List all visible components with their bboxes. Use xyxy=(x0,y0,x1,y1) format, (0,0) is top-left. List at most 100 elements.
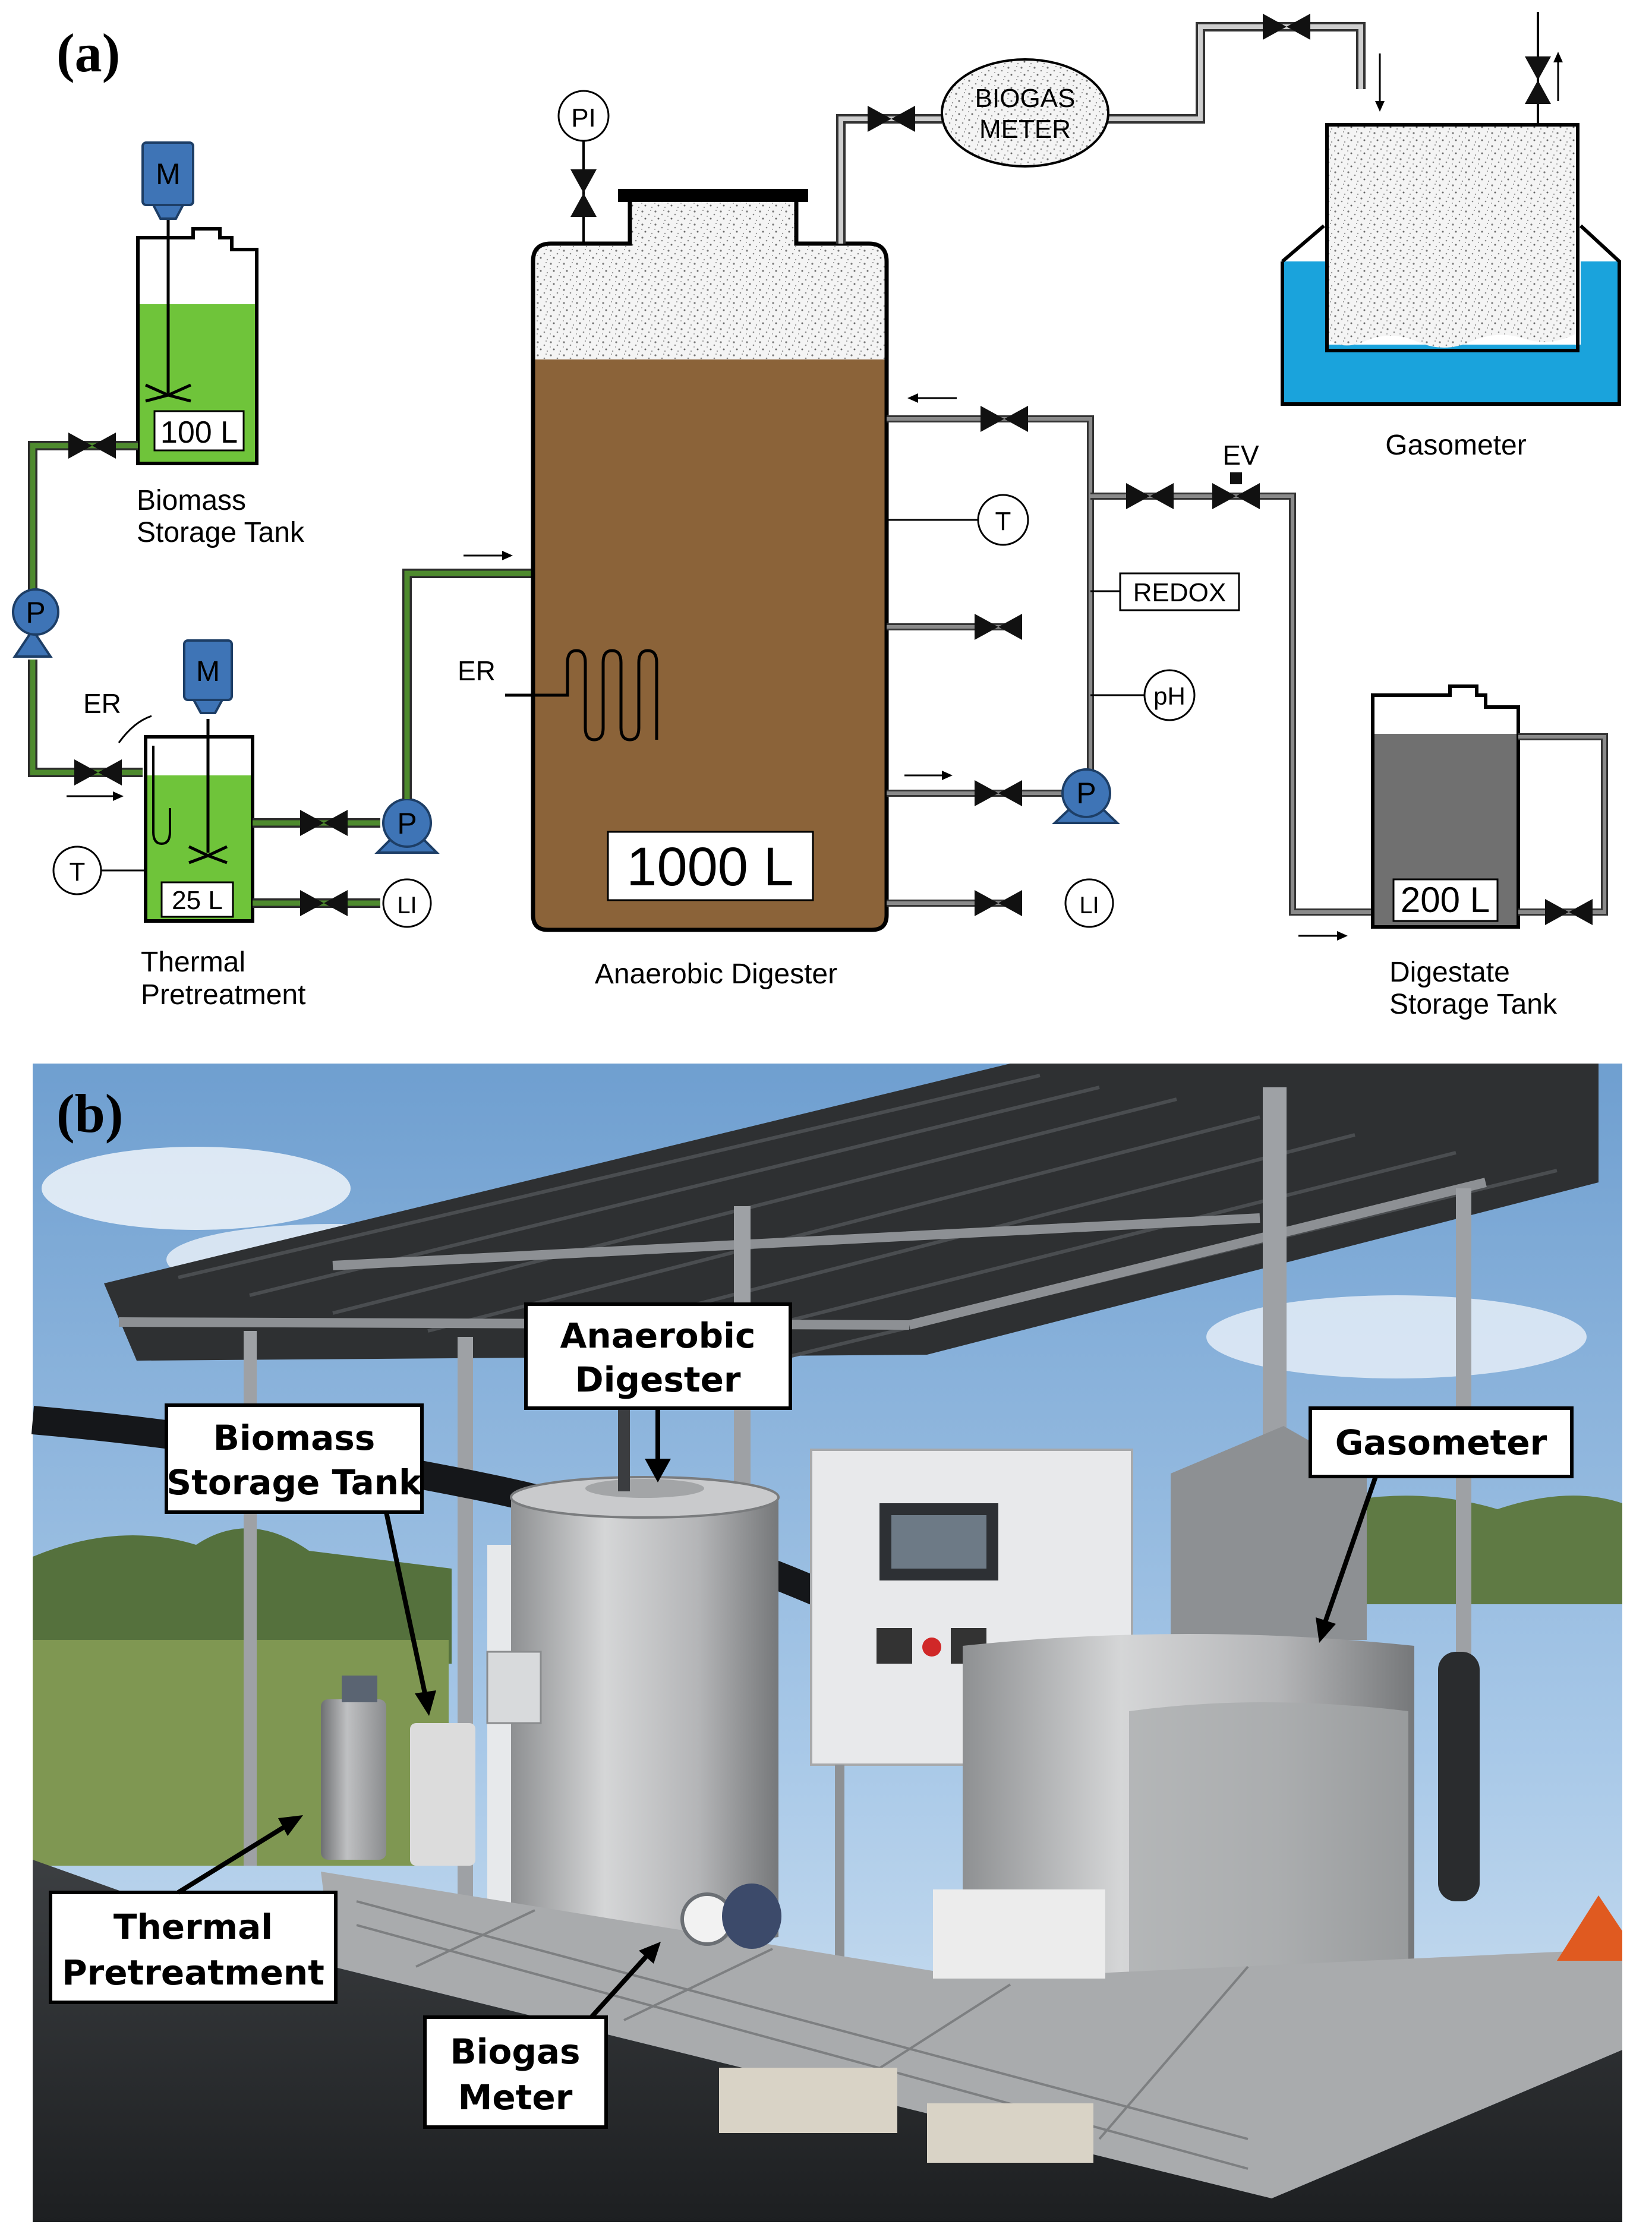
photo-biogas-meter-body xyxy=(722,1884,781,1949)
gasometer-water xyxy=(1282,261,1619,404)
callout-thermal-line2: Pretreatment xyxy=(62,1952,324,1993)
gasometer xyxy=(1281,123,1621,406)
pretreatment-outline xyxy=(144,735,254,923)
pretreatment-volume: 25 L xyxy=(172,886,223,915)
anaerobic-digester: 1000 L xyxy=(505,189,889,932)
callout-meter-line1: Biogas xyxy=(450,2031,580,2072)
feed-arrow-icon xyxy=(1298,931,1348,941)
flow-arrow-icon xyxy=(907,393,957,403)
er-wire xyxy=(118,715,152,743)
pretreatment-er-label: ER xyxy=(83,688,121,719)
digestate-volume: 200 L xyxy=(1401,880,1490,920)
biomass-caption-line2: Storage Tank xyxy=(137,517,305,548)
valve-icon xyxy=(1545,899,1593,925)
corrugated-roof xyxy=(104,1064,1599,1361)
digester-sludge xyxy=(533,359,887,930)
thermal-caption-line1: Thermal xyxy=(141,947,245,978)
valve-icon xyxy=(981,406,1028,432)
feed-arrow-icon xyxy=(464,551,513,560)
callout-gasometer-text: Gasometer xyxy=(1335,1422,1547,1463)
gasometer-vessel-wall xyxy=(1281,261,1621,406)
process-diagram: (a) 100 L M Biomass Storage Tank P xyxy=(12,12,1621,1020)
biomass-tank-volume-box xyxy=(153,410,245,452)
pressure-indicator: PI xyxy=(557,90,610,244)
callout-biogas-meter: Biogas Meter xyxy=(423,1942,661,2129)
valve-icon xyxy=(74,759,122,785)
grating-pattern xyxy=(356,1900,1249,2170)
digester-headspace xyxy=(533,199,887,359)
feed-arrow-icon xyxy=(67,791,124,801)
warning-triangle xyxy=(1557,1895,1622,1961)
biomass-tank-outline xyxy=(136,227,258,465)
recirculation-pump-icon: P xyxy=(1051,768,1120,824)
feed-pump-icon: P xyxy=(374,798,440,854)
pretreatment-vessel xyxy=(321,1676,475,1866)
vegetation xyxy=(33,1528,452,1664)
gasometer-bell-outline xyxy=(1325,123,1580,352)
gas-arrow-icon xyxy=(1375,53,1385,112)
pressure-indicator-label: PI xyxy=(571,103,596,132)
pretreatment-temperature-indicator: T xyxy=(52,845,146,895)
digester-outline xyxy=(531,197,889,932)
pretreatment-li-label: LI xyxy=(397,892,417,919)
pretreatment-level-indicator: LI xyxy=(253,878,432,928)
pretreatment-impeller xyxy=(188,845,228,865)
callout-gasometer: Gasometer xyxy=(1309,1406,1574,1643)
gasometer-bell-gas xyxy=(1327,125,1578,348)
panel-a-label: (a) xyxy=(56,23,120,83)
gasometer-vent-valve xyxy=(1525,12,1563,125)
pretreatment-motor-label: M xyxy=(196,656,220,687)
biogas-meter-line1: BIOGAS xyxy=(975,84,1076,113)
thermal-pretreatment-tank: 25 L xyxy=(144,719,254,923)
callout-thermal-line1: Thermal xyxy=(114,1907,273,1947)
callout-biomass-line2: Storage Tank xyxy=(166,1462,423,1503)
pretreatment-volume-box xyxy=(160,881,234,918)
plant-photo: Anaerobic Digester Biomass Storage Tank … xyxy=(31,1064,1622,2222)
biogas-meter-line2: METER xyxy=(979,115,1071,144)
valve-icon xyxy=(868,106,915,132)
ph-label: pH xyxy=(1153,682,1186,710)
digester-vessel xyxy=(486,1373,780,1949)
gas-bottle xyxy=(1438,1652,1480,1901)
pretreatment-motor-icon: M xyxy=(183,639,233,714)
digester-temperature-indicator: T xyxy=(887,494,1029,546)
redox-sensor: REDOX xyxy=(1090,572,1240,611)
digestate-overflow-pipe xyxy=(1518,733,1608,916)
callout-thermal-pretreatment: Thermal Pretreatment xyxy=(49,1815,338,2004)
concrete-blocks xyxy=(719,1889,1105,2163)
callout-anaerobic-digester: Anaerobic Digester xyxy=(524,1302,792,1482)
recirculation-return xyxy=(887,771,1064,806)
redox-label: REDOX xyxy=(1133,578,1226,607)
digester-heater xyxy=(505,649,658,742)
feed-pipe-digester xyxy=(402,569,532,799)
ph-sensor: pH xyxy=(1090,669,1196,721)
gasometer-caption: Gasometer xyxy=(1385,430,1526,461)
callout-meter-line2: Meter xyxy=(458,2077,573,2118)
valve-icon xyxy=(1126,483,1174,509)
recirculation-pump-label: P xyxy=(1076,777,1096,810)
digestate-storage-tank: 200 L xyxy=(1371,684,1520,929)
biomass-mixer-impeller xyxy=(144,383,192,403)
digester-volume: 1000 L xyxy=(626,837,793,897)
callout-biomass-line1: Biomass xyxy=(213,1418,376,1458)
digester-level-indicator: LI xyxy=(887,878,1114,928)
digester-li-label: LI xyxy=(1079,892,1099,919)
ground-cover xyxy=(33,1860,1622,2222)
biomass-pump-label: P xyxy=(26,596,45,629)
valve-icon xyxy=(1263,14,1310,40)
valve-icon xyxy=(300,810,348,836)
digestate-outlet-pipe xyxy=(1090,493,1373,916)
recirculation-pipe xyxy=(887,415,1094,799)
pretreatment-heater xyxy=(152,746,171,845)
callout-anaerobic-line1: Anaerobic xyxy=(560,1315,756,1356)
digester-t-label: T xyxy=(995,507,1011,536)
biomass-tank-volume: 100 L xyxy=(160,415,238,450)
sampling-port xyxy=(887,614,1022,640)
callout-anaerobic-line2: Digester xyxy=(575,1359,740,1400)
digester-er-label: ER xyxy=(458,655,496,686)
biomass-pump-icon: P xyxy=(12,588,59,658)
digester-volume-box xyxy=(607,831,814,901)
digester-caption: Anaerobic Digester xyxy=(595,958,837,990)
biomass-storage-tank: 100 L xyxy=(136,214,258,465)
